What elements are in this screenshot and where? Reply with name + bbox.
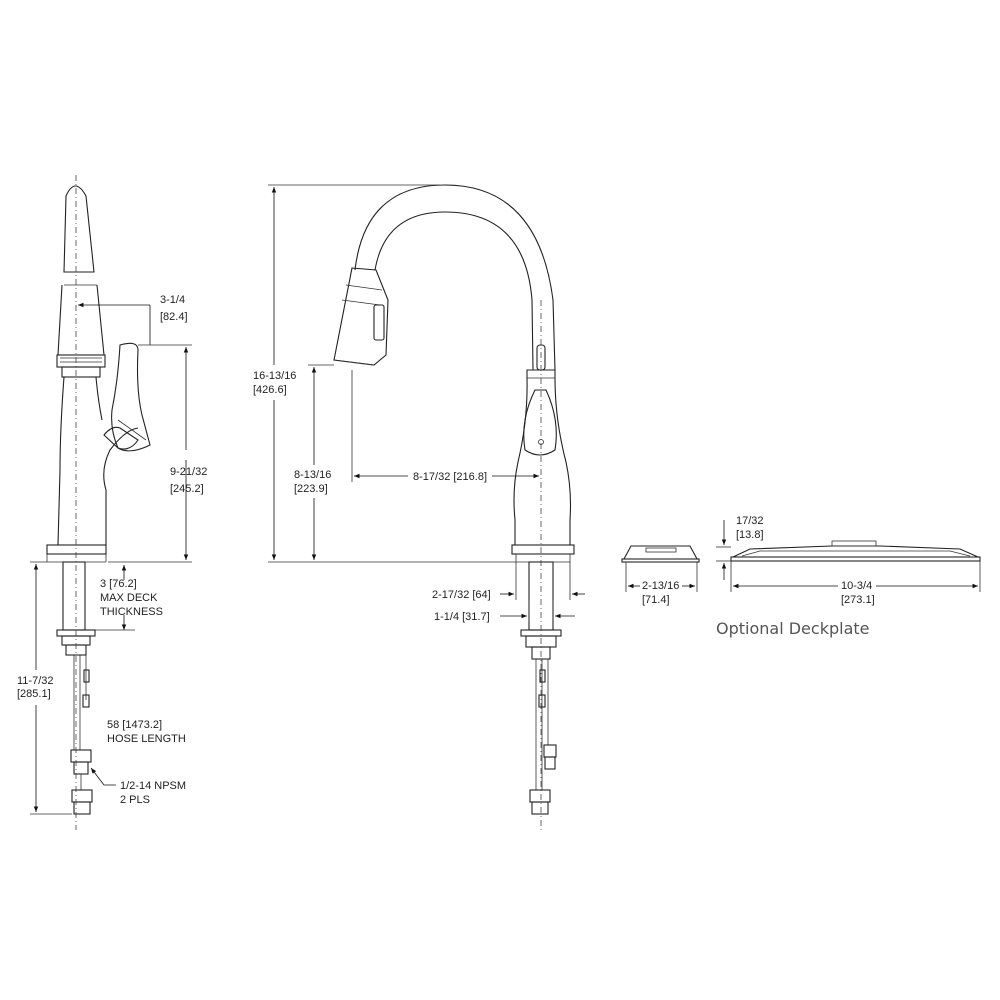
spout-height-metric: [245.2] <box>170 483 204 495</box>
max-deck-line3: THICKNESS <box>100 606 163 618</box>
max-deck-line2: MAX DECK <box>100 592 158 604</box>
handle-offset-metric: [82.4] <box>160 311 188 323</box>
deckplate-large-view: 17/32 [13.8] 10-3/4 [273.1] <box>716 515 981 606</box>
spout-height-imperial: 9-21/32 <box>170 466 207 478</box>
deckplate-caption: Optional Deckplate <box>716 619 869 638</box>
deckplate-height-imperial: 17/32 <box>736 515 764 527</box>
side-view-dimensions: 3-1/4 [82.4] 9-21/32 [245.2] 3 [76.2] MA… <box>17 294 207 815</box>
handle-offset-imperial: 3-1/4 <box>160 294 185 306</box>
spout-clearance-metric: [223.9] <box>294 483 328 495</box>
front-view-faucet <box>333 184 575 830</box>
overall-height-metric: [426.6] <box>253 384 287 396</box>
overall-height-imperial: 16-13/16 <box>253 370 296 382</box>
deckplate-depth-imperial: 2-13/16 <box>642 580 679 592</box>
side-view-faucet <box>46 175 151 830</box>
below-deck-metric: [285.1] <box>17 688 51 700</box>
base-diameter: 2-17/32 [64] <box>432 589 491 601</box>
deckplate-width-metric: [273.1] <box>841 594 875 606</box>
deckplate-height-metric: [13.8] <box>736 529 764 541</box>
hose-length-line1: 58 [1473.2] <box>107 719 162 731</box>
shank-diameter: 1-1/4 [31.7] <box>434 611 490 623</box>
deckplate-width-imperial: 10-3/4 <box>841 580 872 592</box>
below-deck-imperial: 11-7/32 <box>17 675 54 687</box>
hose-length-line2: HOSE LENGTH <box>107 733 186 745</box>
spout-reach: 8-17/32 [216.8] <box>413 471 487 483</box>
max-deck-line1: 3 [76.2] <box>100 578 137 590</box>
connection-line1: 1/2-14 NPSM <box>120 780 186 792</box>
spout-clearance-imperial: 8-13/16 <box>294 469 331 481</box>
connection-line2: 2 PLS <box>120 794 150 806</box>
deckplate-small-view: 2-13/16 [71.4] <box>621 545 700 606</box>
front-view-dimensions: 16-13/16 [426.6] 8-13/16 [223.9] 8-17/32… <box>253 184 585 623</box>
deckplate-depth-metric: [71.4] <box>642 594 670 606</box>
